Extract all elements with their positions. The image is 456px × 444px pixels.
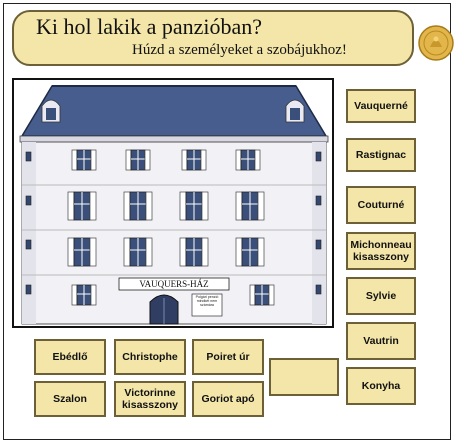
gold-coin-icon (418, 25, 454, 61)
name-card-vauquerne[interactable]: Vauquerné (346, 89, 416, 123)
building-sign: VAUQUERS-HÁZ (139, 279, 209, 289)
building-illustration: VAUQUERS-HÁZ Polgári penzió mindkét nem … (12, 78, 334, 328)
title-banner: Ki hol lakik a panzióban? Húzd a személy… (12, 10, 414, 66)
empty-card-slot[interactable] (269, 358, 339, 396)
name-card-goriot[interactable]: Goriot apó (192, 381, 264, 417)
name-card-couturne[interactable]: Couturné (346, 186, 416, 224)
name-card-vautrin[interactable]: Vautrin (346, 322, 416, 360)
room-card-ebedlo[interactable]: Ebédlő (34, 339, 106, 375)
name-card-sylvie[interactable]: Sylvie (346, 277, 416, 315)
game-title: Ki hol lakik a panzióban? (36, 14, 263, 39)
room-card-konyha[interactable]: Konyha (346, 367, 416, 405)
name-card-victorinne[interactable]: Victorinne kisasszony (114, 381, 186, 417)
game-frame (3, 3, 451, 440)
game-instruction: Húzd a személyeket a szobájukhoz! (132, 42, 347, 58)
name-card-poiret[interactable]: Poiret úr (192, 339, 264, 375)
name-card-christophe[interactable]: Christophe (114, 339, 186, 375)
building-plaque: Polgári penzió mindkét nem számára (195, 295, 219, 308)
name-card-michonneau[interactable]: Michonneau kisasszony (346, 232, 416, 270)
room-card-szalon[interactable]: Szalon (34, 381, 106, 417)
name-card-rastignac[interactable]: Rastignac (346, 138, 416, 172)
